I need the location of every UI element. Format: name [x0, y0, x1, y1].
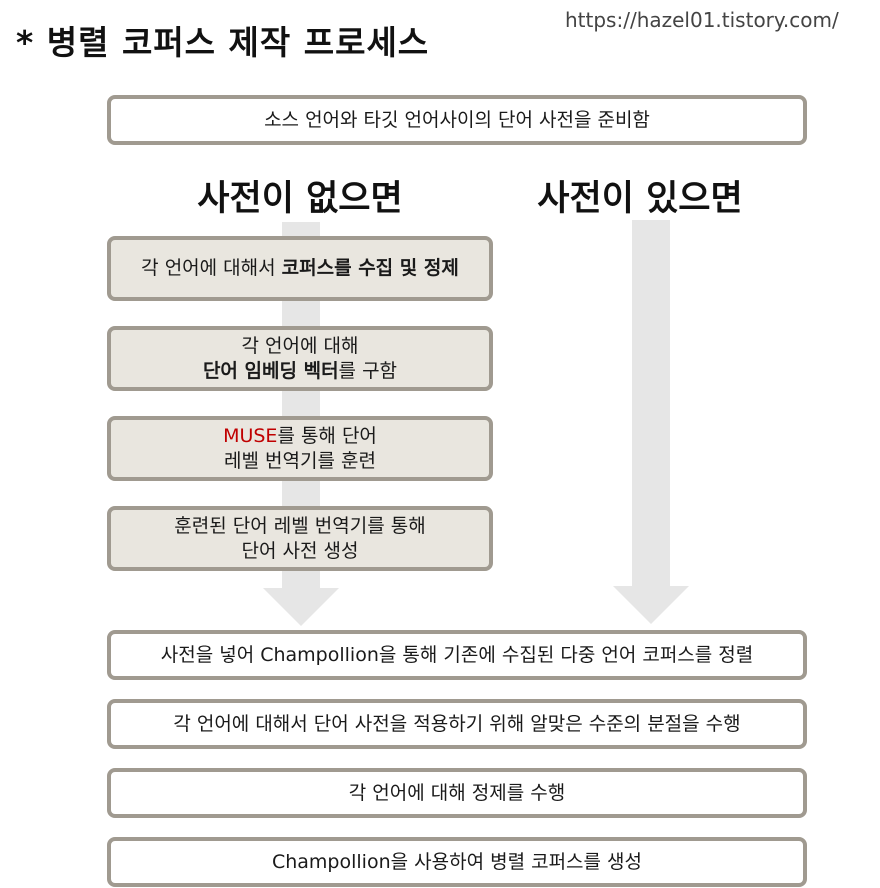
muse-highlight: MUSE: [223, 424, 278, 447]
step-refine-label: 각 언어에 대해 정제를 수행: [348, 781, 566, 804]
step-prepare-label: 소스 언어와 타깃 언어사이의 단어 사전을 준비함: [264, 108, 650, 131]
step-refine: 각 언어에 대해 정제를 수행: [107, 768, 807, 818]
train-line2: 레벨 번역기를 훈련: [224, 449, 376, 472]
embedding-line1: 각 언어에 대해: [241, 334, 359, 357]
step-segmentation: 각 언어에 대해서 단어 사전을 적용하기 위해 알맞은 수준의 분절을 수행: [107, 699, 807, 749]
train-rest: 를 통해 단어: [277, 424, 377, 447]
step-generate-label: Champollion을 사용하여 병렬 코퍼스를 생성: [271, 850, 643, 873]
heading-has-dictionary: 사전이 있으면: [537, 179, 743, 219]
step-train-translator: MUSE를 통해 단어 레벨 번역기를 훈련: [107, 416, 493, 481]
step-prepare-dictionary: 소스 언어와 타깃 언어사이의 단어 사전을 준비함: [107, 95, 807, 145]
step-generate-parallel-corpus: Champollion을 사용하여 병렬 코퍼스를 생성: [107, 837, 807, 887]
embedding-rest: 를 구함: [338, 359, 398, 382]
heading-no-dictionary: 사전이 없으면: [197, 179, 403, 219]
step-align-label: 사전을 넣어 Champollion을 통해 기존에 수집된 다중 언어 코퍼스…: [160, 643, 754, 666]
step-generate-dictionary: 훈련된 단어 레벨 번역기를 통해 단어 사전 생성: [107, 506, 493, 571]
step-embedding-vectors: 각 언어에 대해 단어 임베딩 벡터를 구함: [107, 326, 493, 391]
right-flow-arrow-head: [613, 586, 689, 624]
collect-corpus-bold: 코퍼스를 수집 및 정제: [281, 257, 459, 279]
collect-corpus-plain: 각 언어에 대해서: [141, 257, 282, 279]
source-url: https://hazel01.tistory.com/: [565, 8, 839, 32]
step-segment-label: 각 언어에 대해서 단어 사전을 적용하기 위해 알맞은 수준의 분절을 수행: [173, 712, 741, 735]
step-collect-corpus: 각 언어에 대해서 코퍼스를 수집 및 정제: [107, 236, 493, 301]
embedding-bold: 단어 임베딩 벡터: [202, 359, 339, 382]
step-align-corpus: 사전을 넣어 Champollion을 통해 기존에 수집된 다중 언어 코퍼스…: [107, 630, 807, 680]
right-flow-arrow-shaft: [632, 220, 670, 588]
page-title: * 병렬 코퍼스 제작 프로세스: [16, 23, 430, 62]
left-flow-arrow-head: [263, 588, 339, 626]
generate-dict-line2: 단어 사전 생성: [241, 539, 359, 562]
generate-dict-line1: 훈련된 단어 레벨 번역기를 통해: [174, 514, 426, 537]
